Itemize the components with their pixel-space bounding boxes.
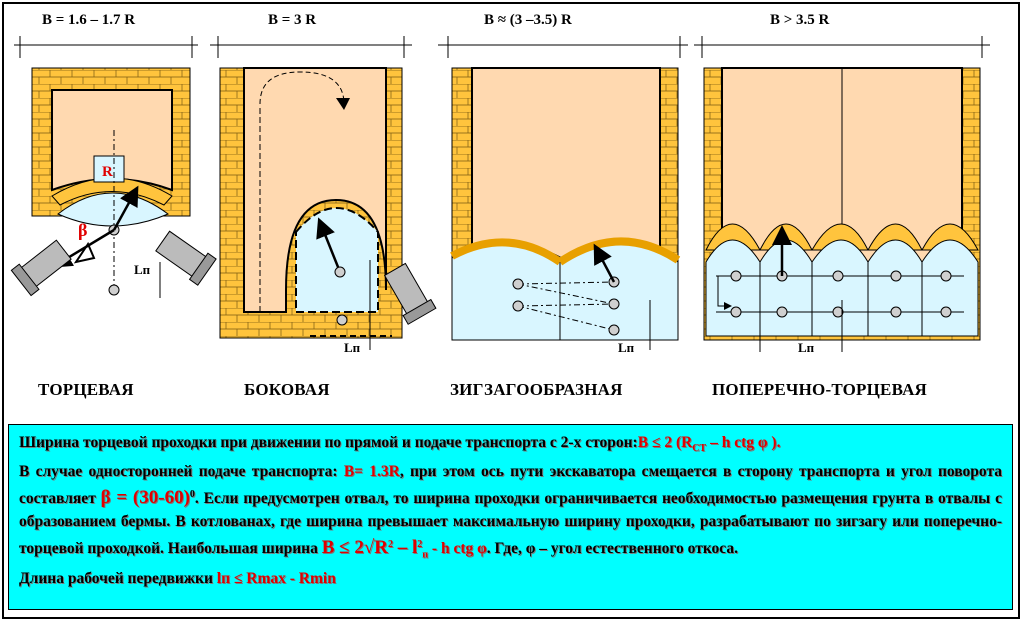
dimension-lines	[14, 36, 990, 58]
scheme-side: Lп	[219, 67, 437, 355]
excavation-schemes: R β Lп Lп	[10, 36, 990, 355]
label-step-2: Lп	[344, 340, 361, 355]
para-3: Длина рабочей передвижки lп ≤ Rmax - Rmi…	[19, 569, 336, 587]
header-cross: B > 3.5 R	[770, 12, 830, 28]
header-side: B = 3 R	[268, 12, 317, 28]
description-box: Ширина торцевой проходки при движении по…	[8, 424, 1013, 610]
caption-zigzag: ЗИГЗАГООБРАЗНАЯ	[450, 380, 623, 399]
label-radius: R	[102, 164, 113, 180]
para-1: Ширина торцевой проходки при движении по…	[19, 434, 781, 455]
header-zigzag: B ≈ (3 –3.5) R	[484, 12, 572, 28]
caption-side: БОКОВАЯ	[244, 380, 330, 399]
scheme-cross: Lп	[703, 67, 981, 355]
caption-end: ТОРЦЕВАЯ	[38, 380, 134, 399]
label-angle: β	[78, 220, 87, 240]
scheme-zigzag: Lп	[450, 67, 681, 355]
label-step-1: Lп	[134, 262, 151, 277]
label-step-4: Lп	[798, 340, 815, 355]
header-end: B = 1.6 – 1.7 R	[42, 12, 136, 28]
caption-cross: ПОПЕРЕЧНО-ТОРЦЕВАЯ	[712, 380, 928, 399]
scheme-end: R β Lп	[10, 67, 217, 298]
label-step-3: Lп	[618, 340, 635, 355]
para-2: В случае односторонней подаче транспорта…	[19, 463, 1002, 561]
